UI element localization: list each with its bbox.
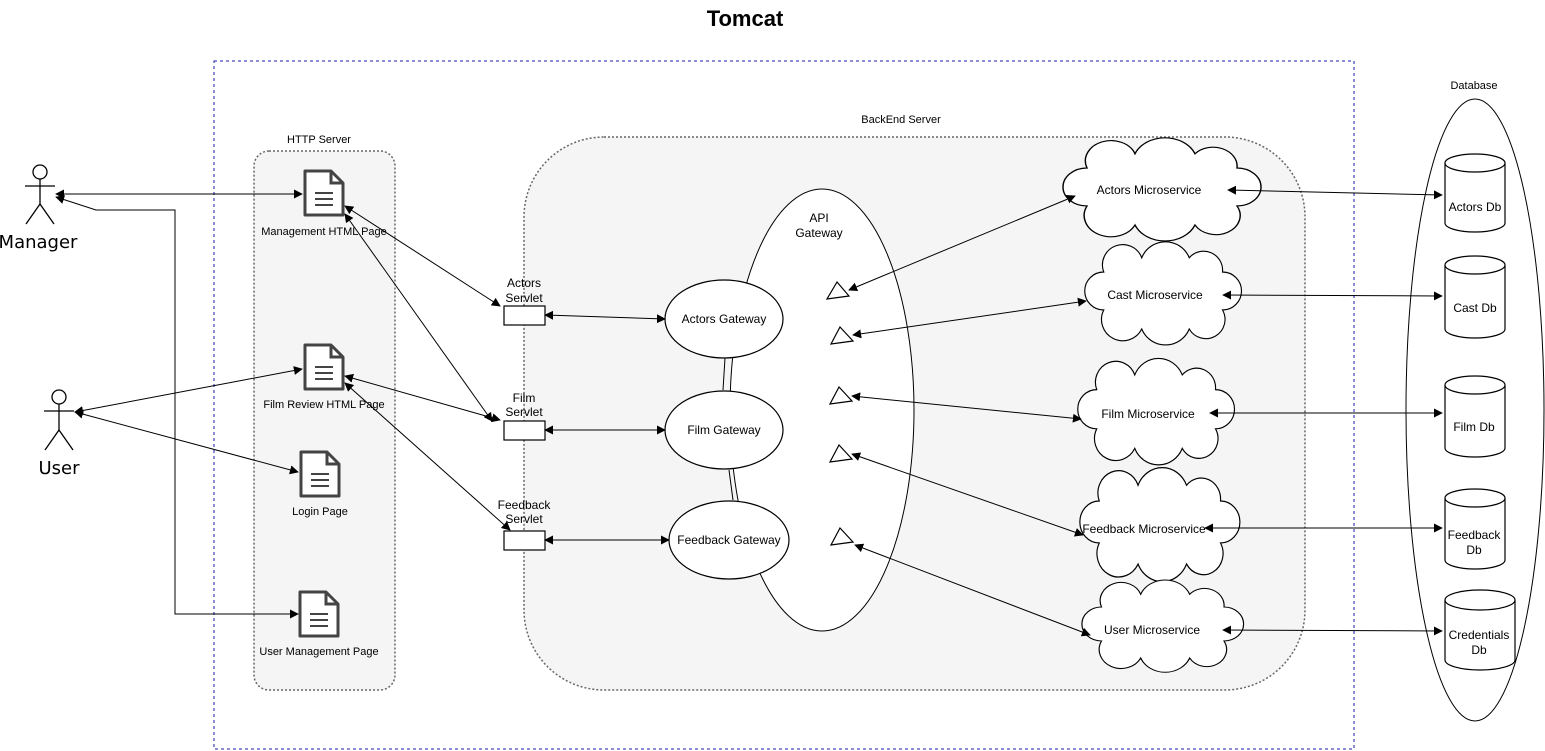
feedback-servlet bbox=[503, 530, 546, 551]
credentials-db bbox=[1444, 589, 1516, 671]
film-db-label: Film Db bbox=[1453, 420, 1495, 434]
feedback-gateway-label: Feedback Gateway bbox=[677, 533, 780, 547]
user-management-page-label: User Management Page bbox=[259, 646, 378, 658]
port-triangle bbox=[828, 443, 854, 463]
film-microservice-label: Film Microservice bbox=[1101, 407, 1195, 421]
login-page-icon bbox=[299, 450, 341, 498]
actors-gateway-label: Actors Gateway bbox=[682, 312, 767, 326]
feedback-servlet-label-2: Servlet bbox=[505, 512, 543, 526]
actors-servlet bbox=[503, 305, 546, 326]
management-page-icon bbox=[303, 169, 345, 217]
feedback-db bbox=[1444, 488, 1506, 570]
management-page-label: Management HTML Page bbox=[261, 226, 387, 238]
feedback-microservice-label: Feedback Microservice bbox=[1082, 522, 1206, 536]
user-microservice-label: User Microservice bbox=[1104, 623, 1200, 637]
database-label: Database bbox=[1450, 80, 1497, 92]
manager-label: Manager bbox=[0, 232, 78, 253]
connectors bbox=[55, 185, 1443, 637]
api-gateway-label-2: Gateway bbox=[795, 226, 842, 240]
film-servlet bbox=[503, 420, 546, 441]
credentials-db-label-2: Db bbox=[1471, 643, 1487, 657]
actors-microservice-label: Actors Microservice bbox=[1097, 183, 1202, 197]
actors-servlet-label-1: Actors bbox=[507, 276, 541, 290]
feedback-servlet-label-1: Feedback bbox=[498, 498, 552, 512]
user-management-page-icon bbox=[298, 590, 340, 638]
cast-db bbox=[1444, 255, 1506, 339]
login-page-label: Login Page bbox=[292, 506, 348, 518]
port-triangle bbox=[825, 280, 851, 300]
film-db bbox=[1444, 375, 1506, 458]
actors-servlet-label-2: Servlet bbox=[505, 291, 543, 305]
film-servlet-label-1: Film bbox=[513, 391, 536, 405]
feedback-db-label-2: Db bbox=[1466, 543, 1482, 557]
port-triangle bbox=[828, 385, 854, 405]
credentials-db-label-1: Credentials bbox=[1449, 628, 1510, 642]
gateway-link bbox=[722, 357, 726, 391]
port-triangle bbox=[829, 325, 855, 345]
gateway-link bbox=[728, 469, 734, 501]
http-server-label: HTTP Server bbox=[287, 134, 351, 146]
diagram-title: Tomcat bbox=[707, 6, 784, 31]
feedback-db-label-1: Feedback bbox=[1448, 528, 1502, 542]
api-gateway-label-1: API bbox=[809, 211, 828, 225]
film-gateway-label: Film Gateway bbox=[687, 423, 760, 437]
port-triangle bbox=[829, 526, 855, 546]
film-review-page-icon bbox=[303, 343, 345, 391]
cast-microservice-label: Cast Microservice bbox=[1107, 288, 1203, 302]
user-label: User bbox=[38, 458, 80, 479]
film-review-page-label: Film Review HTML Page bbox=[263, 399, 384, 411]
actors-db bbox=[1444, 153, 1506, 233]
film-servlet-label-2: Servlet bbox=[505, 405, 543, 419]
cast-db-label: Cast Db bbox=[1453, 301, 1497, 315]
manager-stick-figure-icon bbox=[25, 164, 55, 225]
user-stick-figure-icon bbox=[44, 389, 74, 451]
actors-db-label: Actors Db bbox=[1449, 200, 1502, 214]
backend-server-label: BackEnd Server bbox=[861, 114, 941, 126]
